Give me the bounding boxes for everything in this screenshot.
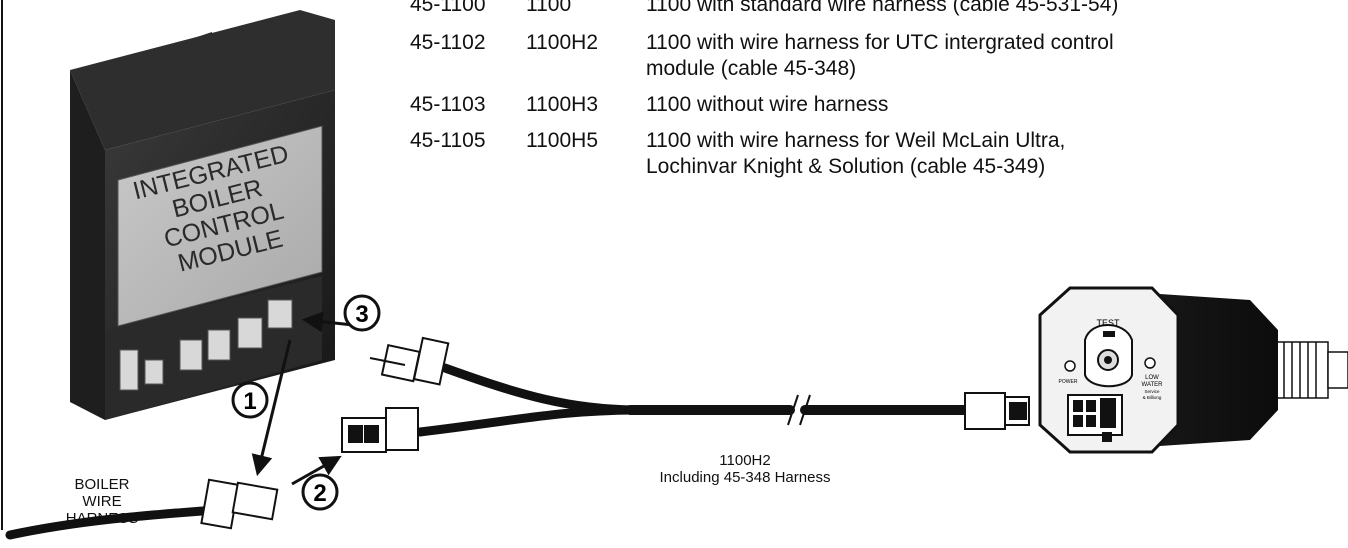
connector-boiler-male bbox=[200, 478, 279, 530]
harness-branch-lower bbox=[415, 405, 645, 437]
model-number: 1100H3 bbox=[526, 93, 599, 116]
harness-label-line-1: BOILER bbox=[74, 476, 130, 493]
connector-lower-female bbox=[341, 407, 419, 453]
cable-model-label: 1100H2 bbox=[719, 452, 771, 469]
model-number: 1100H5 bbox=[526, 129, 599, 152]
module-connectors bbox=[119, 299, 293, 391]
harness-label-line-2: WIRE bbox=[82, 493, 122, 510]
arrow-step-2 bbox=[291, 455, 342, 486]
part-description: 1100 with wire harness for UTC intergrat… bbox=[646, 31, 1114, 80]
model-number: 1100 bbox=[526, 0, 572, 16]
part-number: 45-1100 bbox=[410, 0, 486, 16]
part-number: 45-1105 bbox=[410, 129, 486, 152]
step-number-1: 1 bbox=[243, 388, 256, 415]
cable-harness-label: Including 45-348 Harness bbox=[659, 469, 831, 486]
device-water-label: WATER bbox=[1142, 382, 1164, 388]
step-badge-1 bbox=[231, 381, 269, 419]
step-badges: 1 2 3 bbox=[231, 294, 381, 511]
connector-upper bbox=[369, 336, 450, 386]
harness-branch-upper bbox=[440, 363, 645, 415]
module-label-panel bbox=[117, 125, 323, 327]
cables bbox=[5, 363, 970, 540]
low-water-led bbox=[1144, 357, 1156, 369]
device-test-label: TEST bbox=[1096, 318, 1120, 328]
boiler-wire-harness-label: BOILER WIRE HARNESS bbox=[42, 476, 162, 527]
probe-thread bbox=[1267, 341, 1348, 399]
step-badge-3 bbox=[343, 294, 381, 332]
arrow-step-1 bbox=[251, 339, 292, 477]
power-led bbox=[1064, 360, 1076, 372]
device-low-label: LOW bbox=[1145, 375, 1159, 381]
cable-caption: 1100H2 Including 45-348 Harness bbox=[615, 452, 875, 486]
control-module: INTEGRATED BOILER CONTROL MODULE bbox=[70, 10, 335, 420]
device-service-label: Service bbox=[1144, 389, 1160, 394]
connector-device bbox=[964, 392, 1030, 430]
model-number: 1100H2 bbox=[526, 31, 599, 54]
device-billing-label: & Billiong bbox=[1143, 395, 1162, 400]
part-description: 1100 with wire harness for Weil McLain U… bbox=[646, 129, 1066, 178]
step-number-3: 3 bbox=[355, 301, 368, 328]
part-description: 1100 with standard wire harness (cable 4… bbox=[646, 0, 1119, 16]
part-number: 45-1102 bbox=[410, 31, 486, 54]
device-power-label: POWER bbox=[1059, 379, 1078, 385]
part-description: 1100 without wire harness bbox=[646, 93, 889, 116]
step-badge-2 bbox=[301, 473, 339, 511]
harness-label-line-3: HARNESS bbox=[65, 510, 139, 527]
step-number-2: 2 bbox=[313, 480, 326, 507]
boiler-harness-cable bbox=[5, 505, 220, 540]
low-water-device: TEST POWER LOW WATER Service & Billiong bbox=[1038, 286, 1348, 454]
part-number: 45-1103 bbox=[410, 93, 486, 116]
